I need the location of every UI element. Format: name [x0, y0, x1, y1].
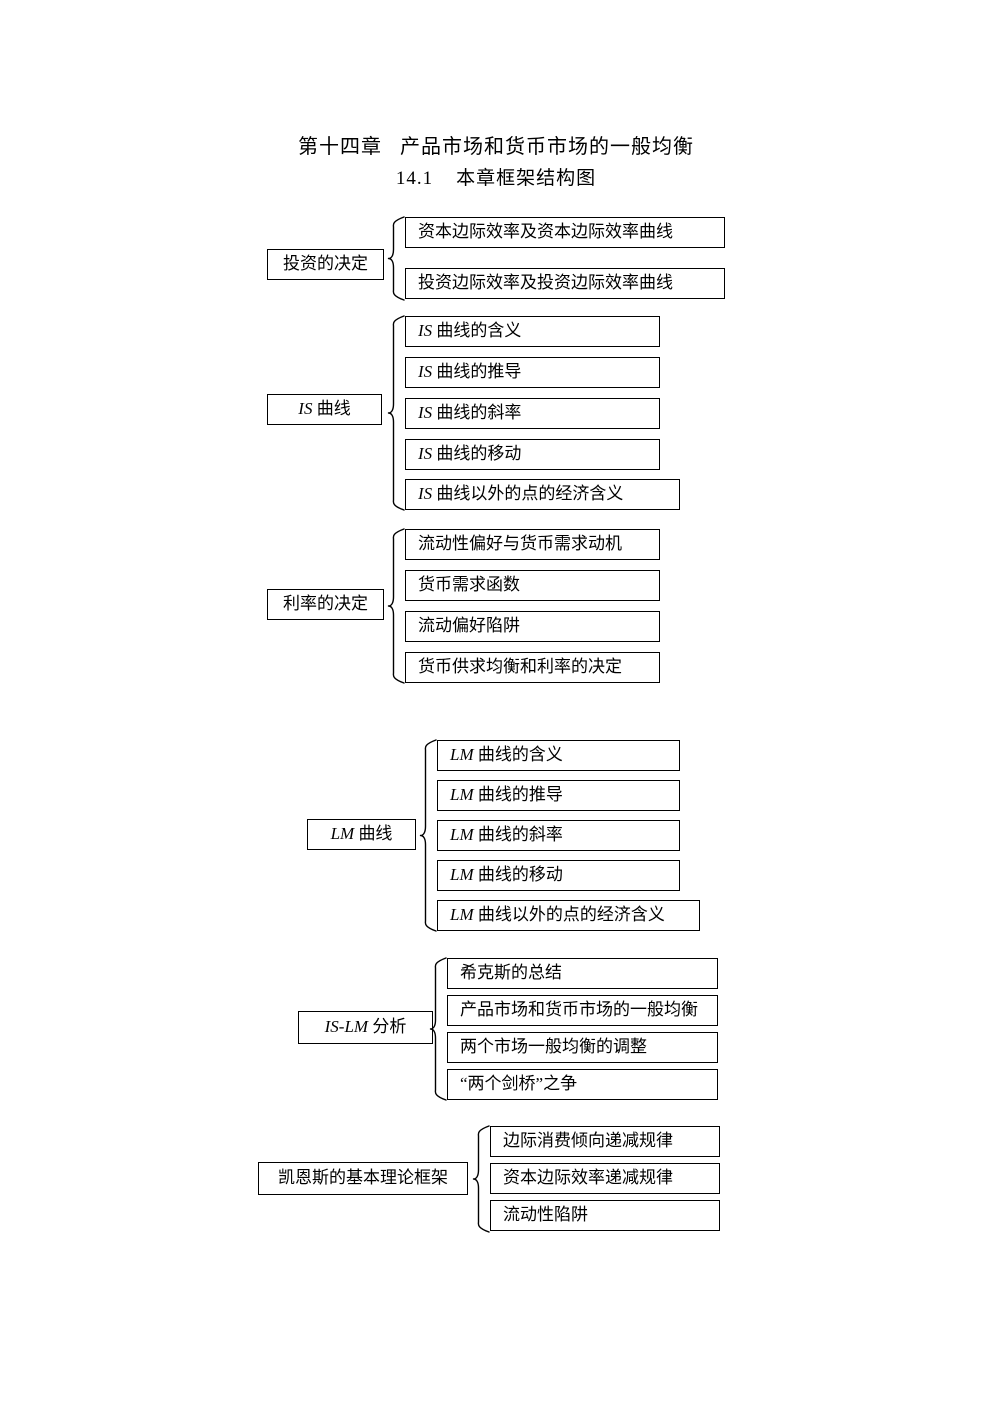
child-node-is-curve-2[interactable]: IS 曲线的推导: [405, 357, 660, 388]
italic-symbol: IS-LM: [324, 1017, 369, 1036]
child-node-keynes-framework-2[interactable]: 资本边际效率递减规律: [490, 1163, 720, 1194]
child-node-is-lm-analysis-3[interactable]: 两个市场一般均衡的调整: [447, 1032, 718, 1063]
parent-node-investment-decision[interactable]: 投资的决定: [267, 249, 384, 280]
italic-symbol: LM: [450, 865, 474, 884]
curly-brace-connector-icon: [418, 739, 438, 932]
child-node-is-lm-analysis-2[interactable]: 产品市场和货币市场的一般均衡: [447, 995, 718, 1026]
curly-brace-connector-icon: [386, 528, 406, 684]
child-node-is-curve-1[interactable]: IS 曲线的含义: [405, 316, 660, 347]
child-node-lm-curve-5[interactable]: LM 曲线以外的点的经济含义: [437, 900, 700, 931]
child-node-keynes-framework-3[interactable]: 流动性陷阱: [490, 1200, 720, 1231]
section-subtitle: 14.1 本章框架结构图: [395, 168, 597, 189]
child-node-lm-curve-1[interactable]: LM 曲线的含义: [437, 740, 680, 771]
child-node-is-lm-analysis-4[interactable]: “两个剑桥”之争: [447, 1069, 718, 1100]
child-node-investment-decision-2[interactable]: 投资边际效率及投资边际效率曲线: [405, 268, 725, 299]
child-node-interest-rate-decision-1[interactable]: 流动性偏好与货币需求动机: [405, 529, 660, 560]
italic-symbol: IS: [418, 362, 433, 381]
italic-symbol: LM: [330, 824, 355, 843]
parent-node-lm-curve[interactable]: LM 曲线: [307, 819, 416, 850]
curly-brace-connector-icon: [386, 216, 406, 301]
italic-symbol: IS: [298, 399, 313, 418]
italic-symbol: IS: [418, 403, 433, 422]
italic-symbol: IS: [418, 444, 433, 463]
page-title: 第十四章 产品市场和货币市场的一般均衡: [298, 136, 694, 158]
italic-symbol: LM: [450, 745, 474, 764]
child-node-is-curve-4[interactable]: IS 曲线的移动: [405, 439, 660, 470]
child-node-interest-rate-decision-3[interactable]: 流动偏好陷阱: [405, 611, 660, 642]
child-node-investment-decision-1[interactable]: 资本边际效率及资本边际效率曲线: [405, 217, 725, 248]
parent-node-is-lm-analysis[interactable]: IS-LM 分析: [298, 1011, 433, 1044]
parent-node-keynes-framework[interactable]: 凯恩斯的基本理论框架: [258, 1162, 468, 1195]
child-node-interest-rate-decision-2[interactable]: 货币需求函数: [405, 570, 660, 601]
italic-symbol: IS: [418, 321, 433, 340]
child-node-lm-curve-2[interactable]: LM 曲线的推导: [437, 780, 680, 811]
curly-brace-connector-icon: [386, 315, 406, 511]
italic-symbol: LM: [450, 825, 474, 844]
curly-brace-connector-icon: [471, 1125, 491, 1233]
child-node-keynes-framework-1[interactable]: 边际消费倾向递减规律: [490, 1126, 720, 1157]
child-node-is-curve-5[interactable]: IS 曲线以外的点的经济含义: [405, 479, 680, 510]
child-node-is-lm-analysis-1[interactable]: 希克斯的总结: [447, 958, 718, 989]
italic-symbol: LM: [450, 785, 474, 804]
child-node-lm-curve-4[interactable]: LM 曲线的移动: [437, 860, 680, 891]
child-node-lm-curve-3[interactable]: LM 曲线的斜率: [437, 820, 680, 851]
child-node-interest-rate-decision-4[interactable]: 货币供求均衡和利率的决定: [405, 652, 660, 683]
italic-symbol: IS: [418, 484, 433, 503]
italic-symbol: LM: [450, 905, 474, 924]
parent-node-is-curve[interactable]: IS 曲线: [267, 394, 382, 425]
parent-node-interest-rate-decision[interactable]: 利率的决定: [267, 589, 384, 620]
child-node-is-curve-3[interactable]: IS 曲线的斜率: [405, 398, 660, 429]
